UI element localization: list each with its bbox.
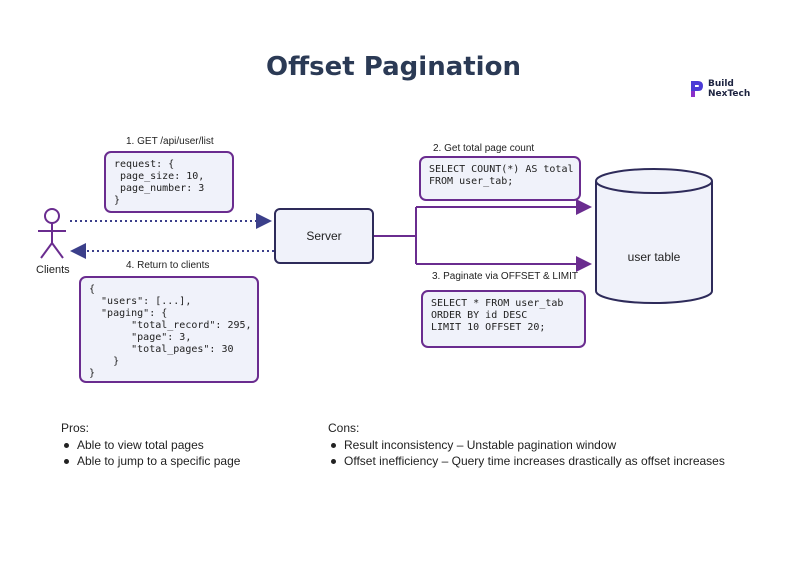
logo-text-line2: NexTech [708, 89, 751, 99]
cons-item: Result inconsistency – Unstable paginati… [328, 437, 725, 453]
logo-text-line1: Build [708, 79, 734, 89]
cons-heading: Cons: [328, 421, 360, 435]
response-code: { "users": [...], "paging": { "total_rec… [89, 284, 252, 379]
page-query-code: SELECT * FROM user_tab ORDER BY id DESC … [431, 298, 564, 333]
database-cylinder [595, 168, 713, 304]
response-code-box: { "users": [...], "paging": { "total_rec… [79, 276, 259, 383]
cons-list: Result inconsistency – Unstable paginati… [328, 437, 725, 469]
pros-item: Able to jump to a specific page [61, 453, 240, 469]
server-box: Server [274, 208, 374, 264]
step-1-label: 1. GET /api/user/list [126, 136, 214, 147]
step-4-label: 4. Return to clients [126, 260, 210, 271]
count-query-box: SELECT COUNT(*) AS total FROM user_tab; [419, 156, 581, 201]
server-db-connectors [374, 199, 592, 272]
page-title: Offset Pagination [266, 52, 521, 82]
pros-item: Able to view total pages [61, 437, 240, 453]
client-figure-icon [38, 208, 66, 259]
clients-label: Clients [36, 264, 70, 276]
count-query-code: SELECT COUNT(*) AS total FROM user_tab; [429, 164, 574, 187]
brand-logo: Build NexTech [689, 79, 750, 99]
pros-list: Able to view total pages Able to jump to… [61, 437, 240, 469]
cons-item: Offset inefficiency – Query time increas… [328, 453, 725, 469]
logo-icon [691, 81, 703, 97]
pros-heading: Pros: [61, 421, 90, 435]
step-3-label: 3. Paginate via OFFSET & LIMIT [432, 271, 578, 282]
page-query-box: SELECT * FROM user_tab ORDER BY id DESC … [421, 290, 586, 348]
step-2-label: 2. Get total page count [433, 143, 535, 154]
database-label: user table [627, 250, 681, 264]
request-code: request: { page_size: 10, page_number: 3… [114, 159, 205, 206]
request-code-box: request: { page_size: 10, page_number: 3… [104, 151, 234, 213]
server-label: Server [306, 229, 342, 243]
